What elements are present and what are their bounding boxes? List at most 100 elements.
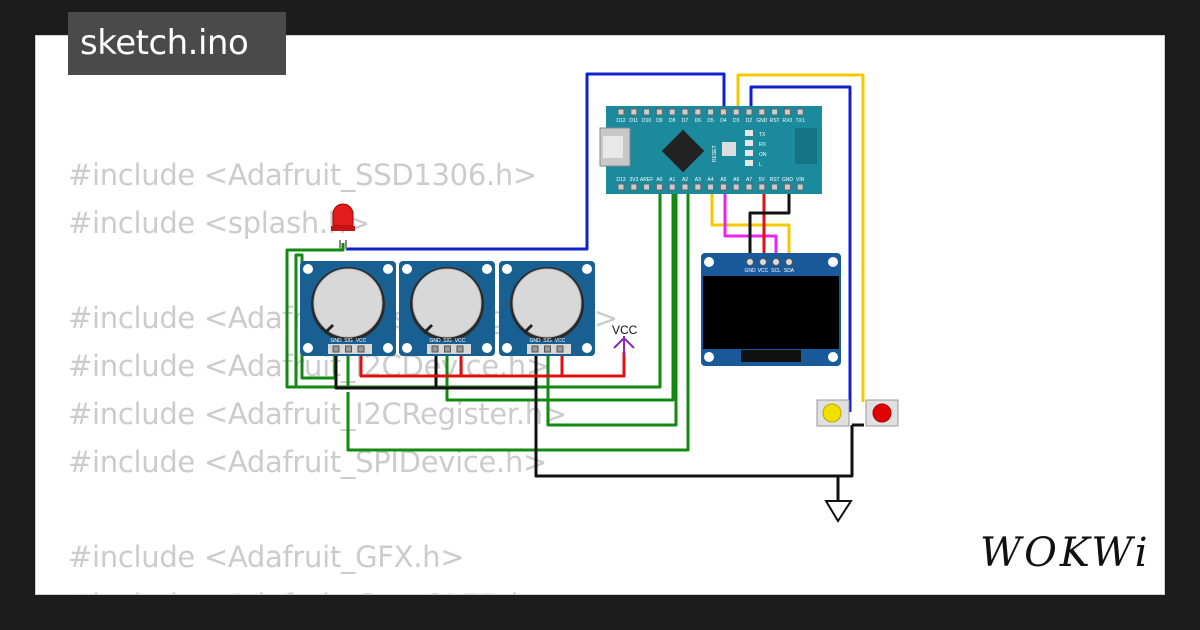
vcc-label: VCC [612, 323, 638, 337]
oled-pin-label: VCC [758, 268, 769, 274]
nano-pin[interactable] [681, 108, 689, 116]
code-line: #include <Adafruit_SSD1306.h> [68, 158, 537, 192]
nano-pin-label: RX0 [783, 118, 793, 124]
wire-green-a3 [346, 189, 690, 452]
pot-pin-label: VCC [356, 338, 367, 344]
pot-pin[interactable] [431, 345, 439, 353]
pot-pin-label: VCC [555, 338, 566, 344]
oled-pin[interactable] [785, 258, 793, 266]
nano-pin[interactable] [655, 183, 663, 191]
nano-pin-label: A0 [656, 177, 662, 183]
nano-pin[interactable] [771, 108, 779, 116]
nano-pin-label: GND [782, 177, 794, 183]
sketch-file-tab[interactable]: sketch.ino [68, 12, 286, 75]
oled-pin[interactable] [772, 258, 780, 266]
code-line: #include <splash.h> [68, 205, 370, 240]
wire-green-a2 [445, 189, 675, 402]
yellow-pushbutton[interactable] [816, 399, 850, 427]
pot-pin-label: SIG [543, 338, 552, 344]
nano-pin-label: D3 [733, 118, 740, 124]
pot-pin-label: GND [429, 338, 441, 344]
nano-pin-label: VIN [796, 177, 805, 183]
nano-pin[interactable] [758, 183, 766, 191]
red-pushbutton[interactable] [865, 399, 899, 427]
nano-pin-label: D13 [616, 177, 625, 183]
pot-pin-label: VCC [455, 338, 466, 344]
nano-pin[interactable] [745, 108, 753, 116]
nano-pin[interactable] [643, 183, 651, 191]
nano-pin[interactable] [719, 108, 727, 116]
pot-knob[interactable] [412, 268, 482, 338]
nano-pin[interactable] [681, 183, 689, 191]
nano-pin[interactable] [707, 183, 715, 191]
nano-pin-label: D8 [669, 118, 676, 124]
vcc-symbol: VCC [612, 323, 638, 356]
pot-pin-label: GND [330, 338, 342, 344]
nano-pin[interactable] [796, 183, 804, 191]
pot-pin[interactable] [556, 345, 564, 353]
oled-pin-label: SDA [784, 268, 795, 274]
nano-leds [745, 130, 753, 166]
nano-pin[interactable] [617, 108, 625, 116]
wire-black-oled-gnd [748, 189, 791, 262]
nano-pin[interactable] [771, 183, 779, 191]
nano-pin[interactable] [668, 108, 676, 116]
nano-pin-label: RST [770, 177, 780, 183]
wire-green-a0 [285, 189, 662, 389]
nano-pin-label: D7 [682, 118, 689, 124]
nano-pin[interactable] [745, 183, 753, 191]
nano-pin[interactable] [694, 183, 702, 191]
svg-text:TX: TX [759, 132, 766, 138]
wire-black-gnd-bus [534, 388, 854, 478]
pot-pin-label: SIG [344, 338, 353, 344]
pot-pin[interactable] [444, 345, 451, 353]
nano-pin[interactable] [719, 183, 727, 191]
nano-pin[interactable] [758, 108, 766, 116]
nano-pin[interactable] [655, 108, 663, 116]
nano-pin[interactable] [796, 108, 804, 116]
oled-pin[interactable] [746, 258, 754, 266]
nano-pin[interactable] [630, 108, 638, 116]
pot-pin[interactable] [531, 345, 539, 353]
oled-pin-label: GND [744, 268, 756, 274]
nano-pin[interactable] [694, 108, 702, 116]
nano-pin-label: A3 [695, 177, 701, 183]
pot-pin[interactable] [456, 345, 464, 353]
nano-pin[interactable] [732, 183, 740, 191]
pot-pin[interactable] [357, 345, 365, 353]
nano-pin[interactable] [783, 108, 791, 116]
pot-pin[interactable] [332, 345, 340, 353]
reset-button[interactable] [722, 142, 736, 156]
svg-text:RX: RX [759, 142, 767, 148]
oled-pin-label: SCL [771, 268, 781, 274]
pot-knob[interactable] [512, 268, 582, 338]
nano-pin[interactable] [643, 108, 651, 116]
code-preview: #include <Adafruit_SSD1306.h> #include <s… [68, 152, 618, 594]
nano-pin[interactable] [617, 183, 625, 191]
oled-pin[interactable] [759, 258, 767, 266]
nano-pin-label: D4 [720, 118, 727, 124]
nano-pin[interactable] [783, 183, 791, 191]
wire-blue-led [346, 72, 726, 251]
nano-pin[interactable] [707, 108, 715, 116]
nano-pin[interactable] [668, 183, 676, 191]
pot-knob[interactable] [313, 268, 383, 338]
wire-red-pot-vcc [359, 346, 463, 378]
wire-green-a1 [546, 189, 678, 427]
reset-label: RESET [712, 145, 718, 162]
pot-pin[interactable] [345, 345, 352, 353]
nano-pin[interactable] [630, 183, 638, 191]
red-led[interactable] [331, 203, 355, 249]
nano-pin-label: A6 [733, 177, 739, 183]
nano-pin[interactable] [732, 108, 740, 116]
nano-pin-label: AREF [640, 177, 653, 183]
pot-pin[interactable] [544, 345, 551, 353]
